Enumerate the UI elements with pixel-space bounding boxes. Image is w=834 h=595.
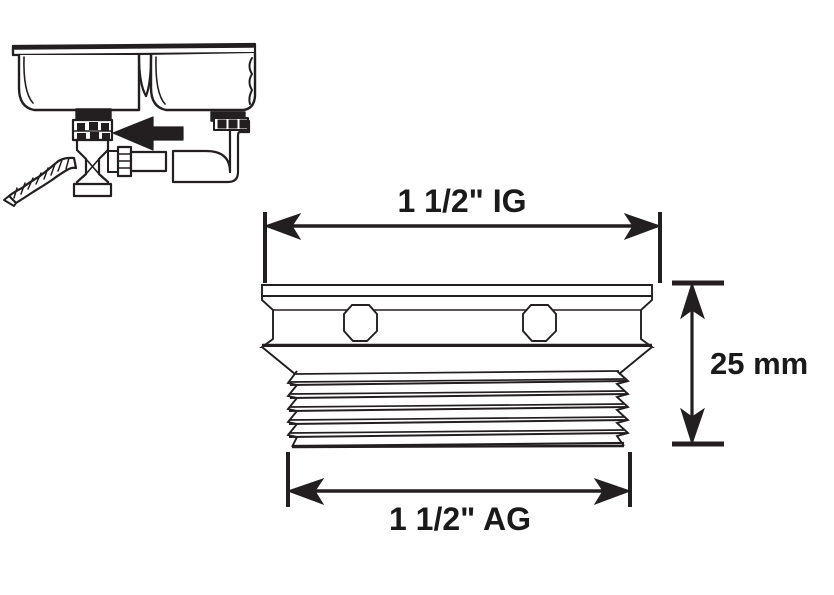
trap-body: [71, 118, 114, 198]
arrowhead-bottom: [680, 407, 705, 446]
threaded-shank: [286, 370, 630, 449]
sink-rim: [11, 42, 257, 57]
arrowhead-right: [623, 213, 662, 240]
dimension-label-right: 25 mm: [710, 346, 808, 381]
connector-nut: [107, 145, 133, 178]
drain-outlet-left: [75, 108, 112, 120]
top-rim: [261, 284, 653, 297]
arrowhead-left: [263, 213, 302, 240]
sink-bowl-right: [149, 51, 257, 112]
dimension-right-height: 25 mm: [672, 280, 808, 447]
waste-pipe-horizontal: [129, 150, 168, 173]
dimension-label-bottom: 1 1/2" AG: [389, 501, 531, 537]
dimension-label-top: 1 1/2" IG: [397, 183, 526, 219]
pointer-arrow: [112, 116, 184, 151]
hex-flange-threaded-adapter: [259, 284, 655, 449]
elbow-fitting-collar: [213, 117, 249, 131]
chamfer-taper: [261, 346, 653, 375]
hex-facet-left: [343, 304, 378, 342]
hex-flange-body: [259, 295, 655, 348]
sink-bowl-left: [17, 53, 141, 112]
arrowhead-right: [593, 478, 632, 505]
thread-helix-lines: [288, 370, 629, 448]
under-sink-installation-diagram: [3, 42, 257, 207]
corrugated-hose: [3, 156, 78, 207]
arrowhead-top: [680, 281, 705, 320]
sink-bowl-divider: [137, 53, 153, 98]
dimension-top-ig: 1 1/2" IG: [263, 183, 662, 283]
arrowhead-left: [286, 478, 325, 505]
hex-facet-right: [522, 304, 557, 342]
waste-pipe-elbow: [171, 119, 251, 184]
dimension-bottom-ag: 1 1/2" AG: [286, 452, 632, 537]
